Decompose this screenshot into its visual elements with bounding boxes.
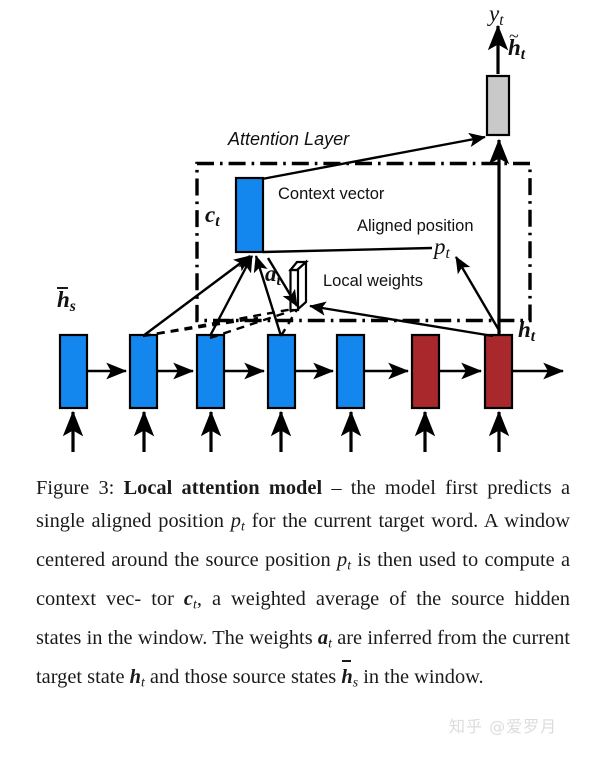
local-weights-label: Local weights <box>323 272 423 290</box>
caption-seg-5a: tor <box>151 588 184 611</box>
context-vector-box <box>234 176 265 254</box>
ht-to-at-arrow <box>309 301 494 338</box>
caption-sym-pt-2-sub: t <box>347 558 352 574</box>
caption-seg-3: target word. A window centered around th… <box>36 510 571 572</box>
htilde-output-box <box>485 74 511 137</box>
symbol-p-t: pt <box>434 234 450 263</box>
caption-seg-4a: position <box>264 549 337 572</box>
caption-seg-7a: from the current target state <box>36 627 570 688</box>
site-watermark: 知乎 @爱罗月 <box>449 717 558 736</box>
caption-seg-6a: states in the window. The weights <box>36 627 318 650</box>
attn-line-src3-ct <box>253 255 283 337</box>
state-box-source-4 <box>335 333 366 410</box>
state-box-source-0 <box>58 333 89 410</box>
state-box-source-3 <box>266 333 297 410</box>
caption-seg-5b: , a weighted average of the source hidde… <box>196 588 571 611</box>
caption-seg-8b: in the window. <box>358 665 484 688</box>
caption-sym-pt-1-sub: t <box>241 519 245 535</box>
ct-to-htilde-arrow <box>261 132 486 181</box>
symbol-h-bar-s: hs <box>57 287 76 316</box>
caption-sym-ct: c <box>183 588 193 611</box>
caption-seg-2b: for the current <box>244 510 372 533</box>
caption-title: Local attention model <box>123 477 323 499</box>
ct-to-at-arrow <box>266 257 299 307</box>
caption-seg-4b: is then used to compute a context vec- <box>36 549 570 611</box>
encoder-decoder-state-row <box>58 333 514 410</box>
caption-sym-hbar-s-sub: s <box>352 675 359 691</box>
caption-figure-number: Figure 3: <box>36 477 115 499</box>
align-line-src2-at <box>209 308 295 340</box>
align-line-sub <box>142 316 259 338</box>
attention-layer-label: Attention Layer <box>228 129 350 149</box>
symbol-c-t: ct <box>205 202 220 231</box>
caption-sym-pt-2: p <box>336 549 348 572</box>
align-line-src3-at <box>279 310 298 337</box>
caption-sym-pt-1: p <box>230 510 241 533</box>
symbol-y-t: yt <box>489 1 504 30</box>
align-line-src1-at <box>142 307 294 338</box>
caption-seg-7b: and those source <box>144 665 286 688</box>
caption-sym-at-sub: t <box>328 636 332 652</box>
state-box-source-2 <box>195 333 226 410</box>
ct-to-pt-line <box>262 246 433 254</box>
caption-seg-2a: predicts a single aligned position <box>36 477 571 533</box>
symbol-h-t: ht <box>518 317 536 346</box>
caption-seg-6b: are inferred <box>331 627 432 650</box>
caption-sym-at: a <box>317 627 329 650</box>
local-weights-bar <box>288 259 309 313</box>
local-attention-diagram: Attention Layer Context vector Aligned p… <box>57 1 565 452</box>
symbol-a-t: at <box>265 261 281 290</box>
caption-sym-ht-sub: t <box>140 675 145 691</box>
state-box-target-5 <box>410 333 441 410</box>
caption-sym-ct-sub: t <box>192 597 197 613</box>
state-box-target-6 <box>483 333 514 410</box>
symbol-h-tilde-t: ~ht <box>508 26 526 64</box>
diagram-canvas <box>58 24 565 452</box>
caption-seg-8a: states <box>290 665 342 688</box>
aligned-position-label: Aligned position <box>357 217 474 235</box>
figure-caption: Figure 3: Local attention model – the mo… <box>36 472 570 700</box>
attn-line-src1-ct <box>142 255 251 337</box>
caption-sym-ht: h <box>129 665 141 688</box>
caption-sym-hbar-s: h <box>341 660 353 694</box>
ht-to-pt-arrow <box>454 256 502 333</box>
attention-layer-boundary <box>195 161 532 323</box>
context-vector-label: Context vector <box>278 185 385 203</box>
state-box-source-1 <box>128 333 159 410</box>
caption-line1-tail: – the model first <box>322 477 478 499</box>
